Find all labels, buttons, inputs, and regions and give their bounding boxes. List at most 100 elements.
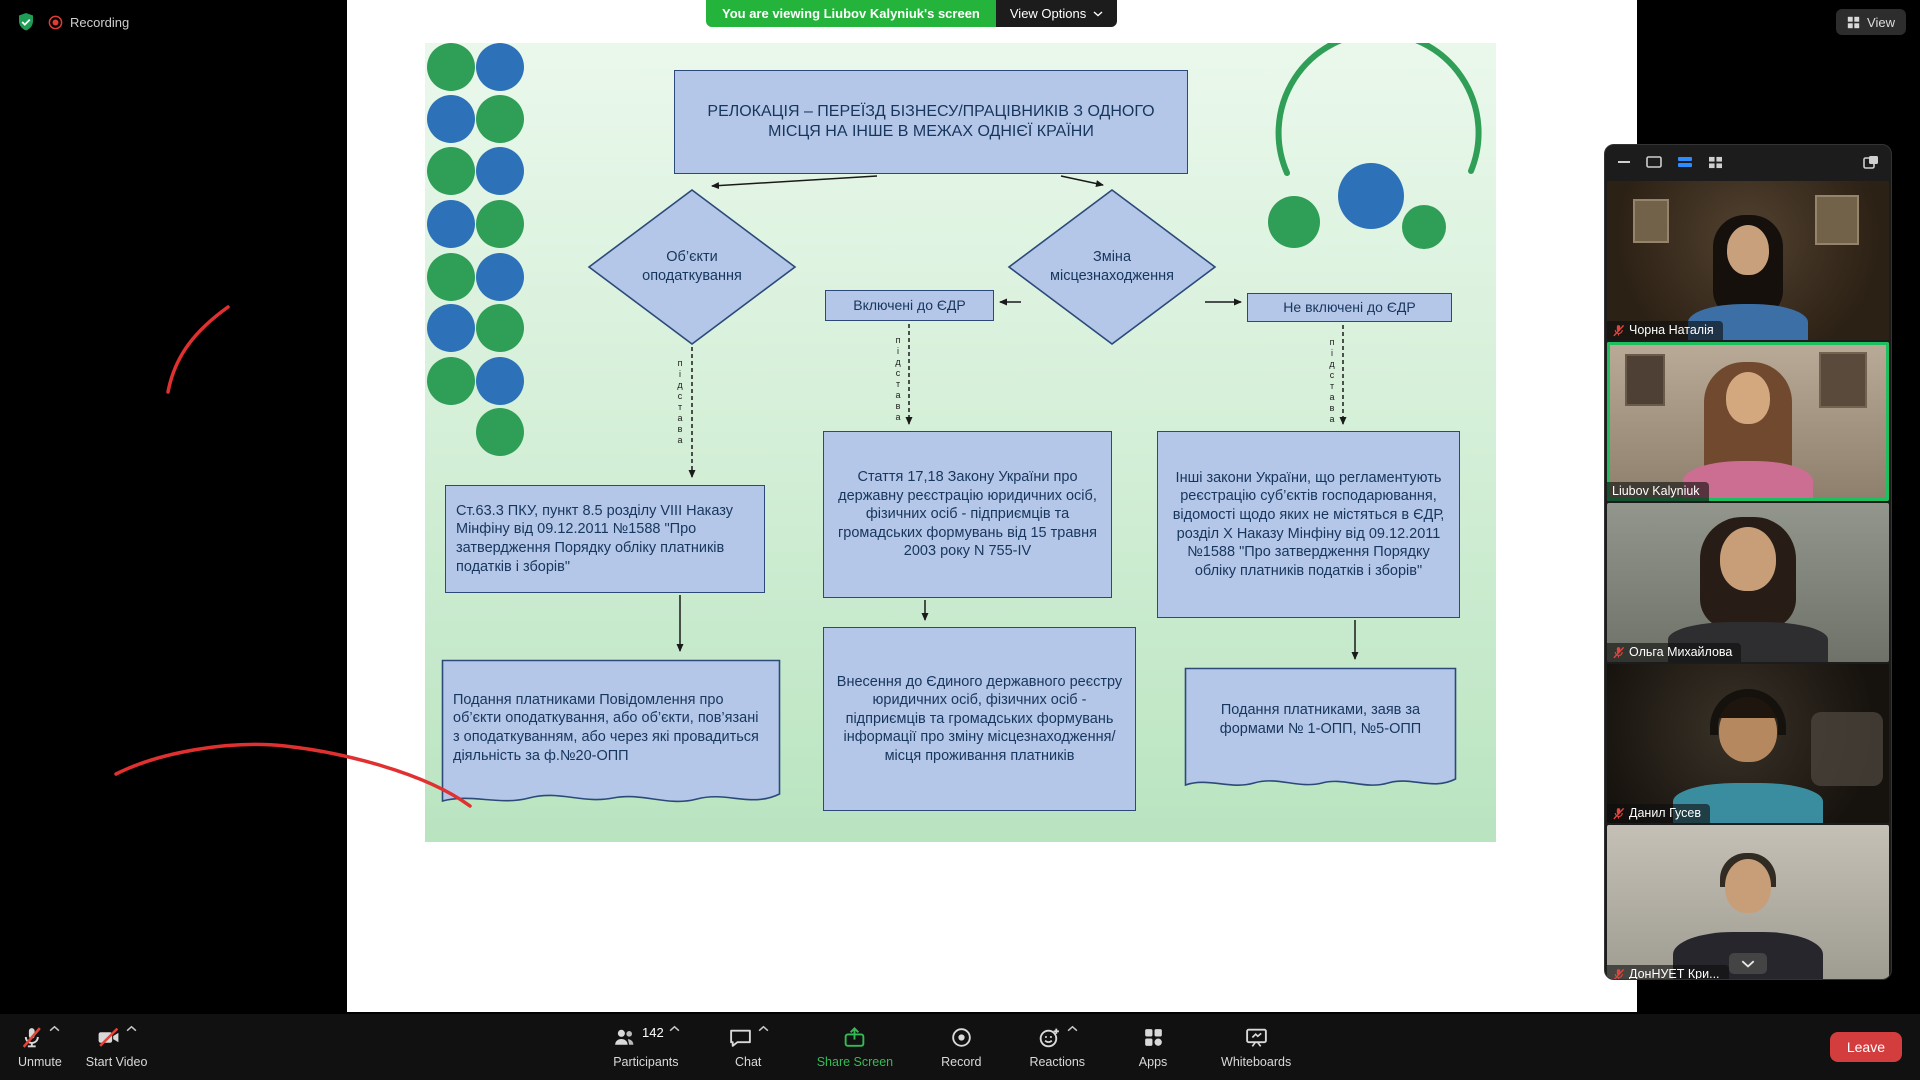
gallery-view-icon[interactable] xyxy=(1708,156,1723,169)
chat-button[interactable]: Chat xyxy=(716,1014,781,1080)
participant-name: Ольга Михайлова xyxy=(1629,645,1733,659)
connector-label-basis-2: підстава xyxy=(893,335,903,423)
recording-label: Recording xyxy=(70,14,130,30)
flow-box-included-edr: Включені до ЄДР xyxy=(825,290,994,321)
viewing-banner-text: You are viewing Liubov Kalyniuk's screen xyxy=(706,0,996,27)
recording-indicator: Recording xyxy=(48,15,129,30)
camera-off-icon xyxy=(98,1027,119,1047)
chevron-up-icon[interactable] xyxy=(758,1025,769,1032)
unmute-label: Unmute xyxy=(18,1055,62,1069)
decorative-circles xyxy=(427,43,524,456)
mic-muted-icon xyxy=(1613,968,1625,979)
whiteboards-button[interactable]: Whiteboards xyxy=(1209,1014,1303,1080)
participants-label: Participants xyxy=(613,1055,679,1069)
start-video-button[interactable]: Start Video xyxy=(74,1014,160,1080)
participant-tile-olha-mykhailova[interactable]: Ольга Михайлова xyxy=(1607,503,1889,662)
flow-title-box: РЕЛОКАЦІЯ – ПЕРЕЇЗД БІЗНЕСУ/ПРАЦІВНИКІВ … xyxy=(674,70,1188,174)
unmute-button[interactable]: Unmute xyxy=(6,1014,74,1080)
view-options-label: View Options xyxy=(1009,6,1087,21)
participant-name: Чорна Наталія xyxy=(1629,323,1714,337)
wall-frame xyxy=(1625,354,1665,406)
participant-tile-liubov-kalyniuk[interactable]: Liubov Kalyniuk xyxy=(1607,342,1889,501)
document1-label: Подання платниками Повідомлення про об’є… xyxy=(453,691,759,764)
flow-box-result2: Внесення до Єдиного державного реєстру ю… xyxy=(823,627,1136,811)
flowchart-graphics xyxy=(427,43,1482,660)
apps-button[interactable]: Apps xyxy=(1121,1014,1185,1080)
decorative-arc xyxy=(1268,43,1482,249)
chevron-up-icon[interactable] xyxy=(1067,1025,1078,1032)
speaker-view-icon[interactable] xyxy=(1646,156,1662,168)
participant-silhouette xyxy=(1727,225,1769,275)
participant-silhouette xyxy=(1725,859,1771,913)
popout-panel-icon[interactable] xyxy=(1863,155,1879,169)
shared-screen-area: РЕЛОКАЦІЯ – ПЕРЕЇЗД БІЗНЕСУ/ПРАЦІВНИКІВ … xyxy=(347,0,1637,1012)
participant-silhouette xyxy=(1720,527,1776,591)
screen-share-banner: You are viewing Liubov Kalyniuk's screen… xyxy=(706,0,1118,27)
chevron-down-icon xyxy=(1741,959,1755,968)
recording-dot-icon xyxy=(48,15,63,29)
flow-box-law1: Ст.63.3 ПКУ, пункт 8.5 розділу VIII Нака… xyxy=(445,485,765,593)
wall-frame xyxy=(1819,352,1867,408)
presentation-slide: РЕЛОКАЦІЯ – ПЕРЕЇЗД БІЗНЕСУ/ПРАЦІВНИКІВ … xyxy=(425,43,1496,842)
chevron-up-icon[interactable] xyxy=(126,1025,137,1032)
flow-connectors xyxy=(676,175,1359,660)
background-object xyxy=(1811,712,1883,786)
security-shield-icon[interactable] xyxy=(16,12,36,32)
document-shape-opp-forms xyxy=(1184,667,1457,787)
participant-name-tag: Liubov Kalyniuk xyxy=(1607,482,1709,501)
annotation-stroke-1 xyxy=(166,305,230,394)
chevron-down-icon xyxy=(1093,10,1103,17)
participant-name: Liubov Kalyniuk xyxy=(1612,484,1700,498)
view-options-dropdown[interactable]: View Options xyxy=(995,0,1118,27)
participants-button[interactable]: 142 Participants xyxy=(600,1014,692,1080)
participant-tile-chorna-nataliia[interactable]: Чорна Наталія xyxy=(1607,181,1889,340)
participant-name-tag: Ольга Михайлова xyxy=(1607,643,1742,662)
leave-button[interactable]: Leave xyxy=(1829,1032,1902,1062)
reactions-icon xyxy=(1039,1028,1059,1048)
wall-frame xyxy=(1815,195,1859,245)
flow-box-law3: Інші закони України, що регламентують ре… xyxy=(1157,431,1460,618)
connector-label-basis-1: підстава xyxy=(675,358,685,446)
participant-name-tag: Чорна Наталія xyxy=(1607,321,1723,340)
record-label: Record xyxy=(941,1055,982,1069)
diamond1-label: Об’єкти оподаткування xyxy=(642,249,742,284)
reactions-label: Reactions xyxy=(1029,1055,1086,1069)
participants-count-badge: 142 xyxy=(642,1025,664,1040)
chevron-up-icon[interactable] xyxy=(669,1025,680,1032)
sidebar-view-icon-active[interactable] xyxy=(1677,156,1693,168)
participant-tile-danil-gusev[interactable]: Данил Гусев xyxy=(1607,664,1889,823)
mic-muted-icon xyxy=(23,1027,42,1048)
participants-icon xyxy=(615,1029,634,1045)
apps-icon xyxy=(1144,1029,1162,1046)
connector-label-basis-3: підстава xyxy=(1327,337,1337,425)
view-layout-button[interactable]: View xyxy=(1836,9,1906,35)
document2-label: Подання платниками, заяв за формами № 1-… xyxy=(1219,702,1422,737)
flow-box-not-included-edr: Не включені до ЄДР xyxy=(1247,293,1452,322)
mic-muted-icon xyxy=(1613,646,1625,658)
share-screen-button[interactable]: Share Screen xyxy=(805,1014,905,1080)
whiteboard-icon xyxy=(1245,1028,1267,1047)
chat-label: Chat xyxy=(735,1055,762,1069)
decision-diamond-taxation-objects xyxy=(587,189,797,345)
share-screen-icon xyxy=(845,1026,865,1047)
chevron-up-icon[interactable] xyxy=(49,1025,60,1032)
mic-muted-icon xyxy=(1613,807,1625,819)
decision-diamond-location-change xyxy=(1007,189,1217,345)
collapse-tiles-button[interactable] xyxy=(1729,953,1767,974)
reactions-button[interactable]: Reactions xyxy=(1017,1014,1097,1080)
chat-icon xyxy=(729,1029,751,1047)
grid-view-icon xyxy=(1847,16,1860,28)
minimize-panel-icon[interactable] xyxy=(1617,155,1631,169)
participant-silhouette xyxy=(1726,372,1770,424)
participant-name-tag: ДонНУЕТ Кри... xyxy=(1607,965,1729,979)
wall-frame xyxy=(1633,199,1669,243)
flow-box-law2: Стаття 17,18 Закону України про державну… xyxy=(823,431,1112,598)
panel-header xyxy=(1605,145,1891,179)
headphones xyxy=(1710,689,1786,735)
document-shape-f20 xyxy=(441,659,781,803)
participants-video-panel: Чорна Наталія Liubov Kalyniuk Ольга Миха… xyxy=(1604,144,1892,980)
apps-label: Apps xyxy=(1138,1055,1168,1069)
record-button[interactable]: Record xyxy=(929,1014,993,1080)
participant-name: Данил Гусев xyxy=(1629,806,1701,820)
share-screen-label: Share Screen xyxy=(816,1055,894,1069)
